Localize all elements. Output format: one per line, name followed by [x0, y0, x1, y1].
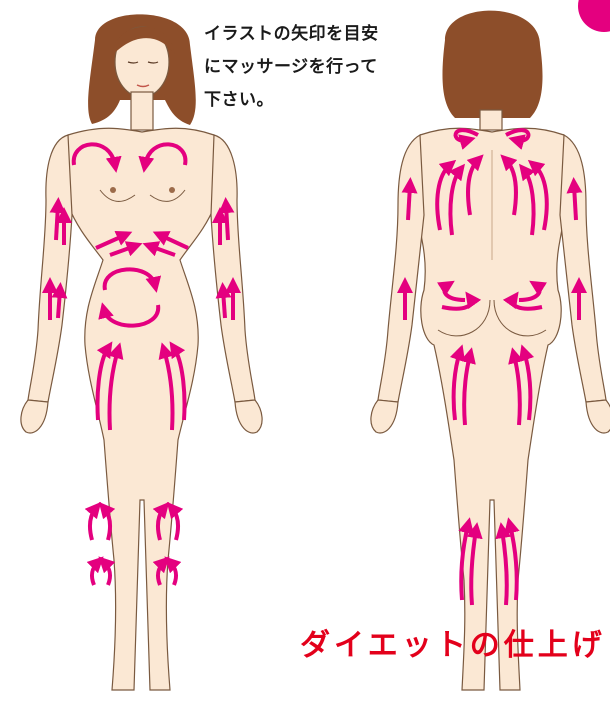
instruction-line: イラストの矢印を目安 — [204, 18, 444, 51]
instruction-line: にマッサージを行って — [204, 51, 444, 84]
instruction-line: 下さい。 — [204, 84, 444, 117]
instruction-text: イラストの矢印を目安 にマッサージを行って 下さい。 — [204, 18, 444, 117]
page-title: ダイエットの仕上げ — [300, 620, 606, 664]
